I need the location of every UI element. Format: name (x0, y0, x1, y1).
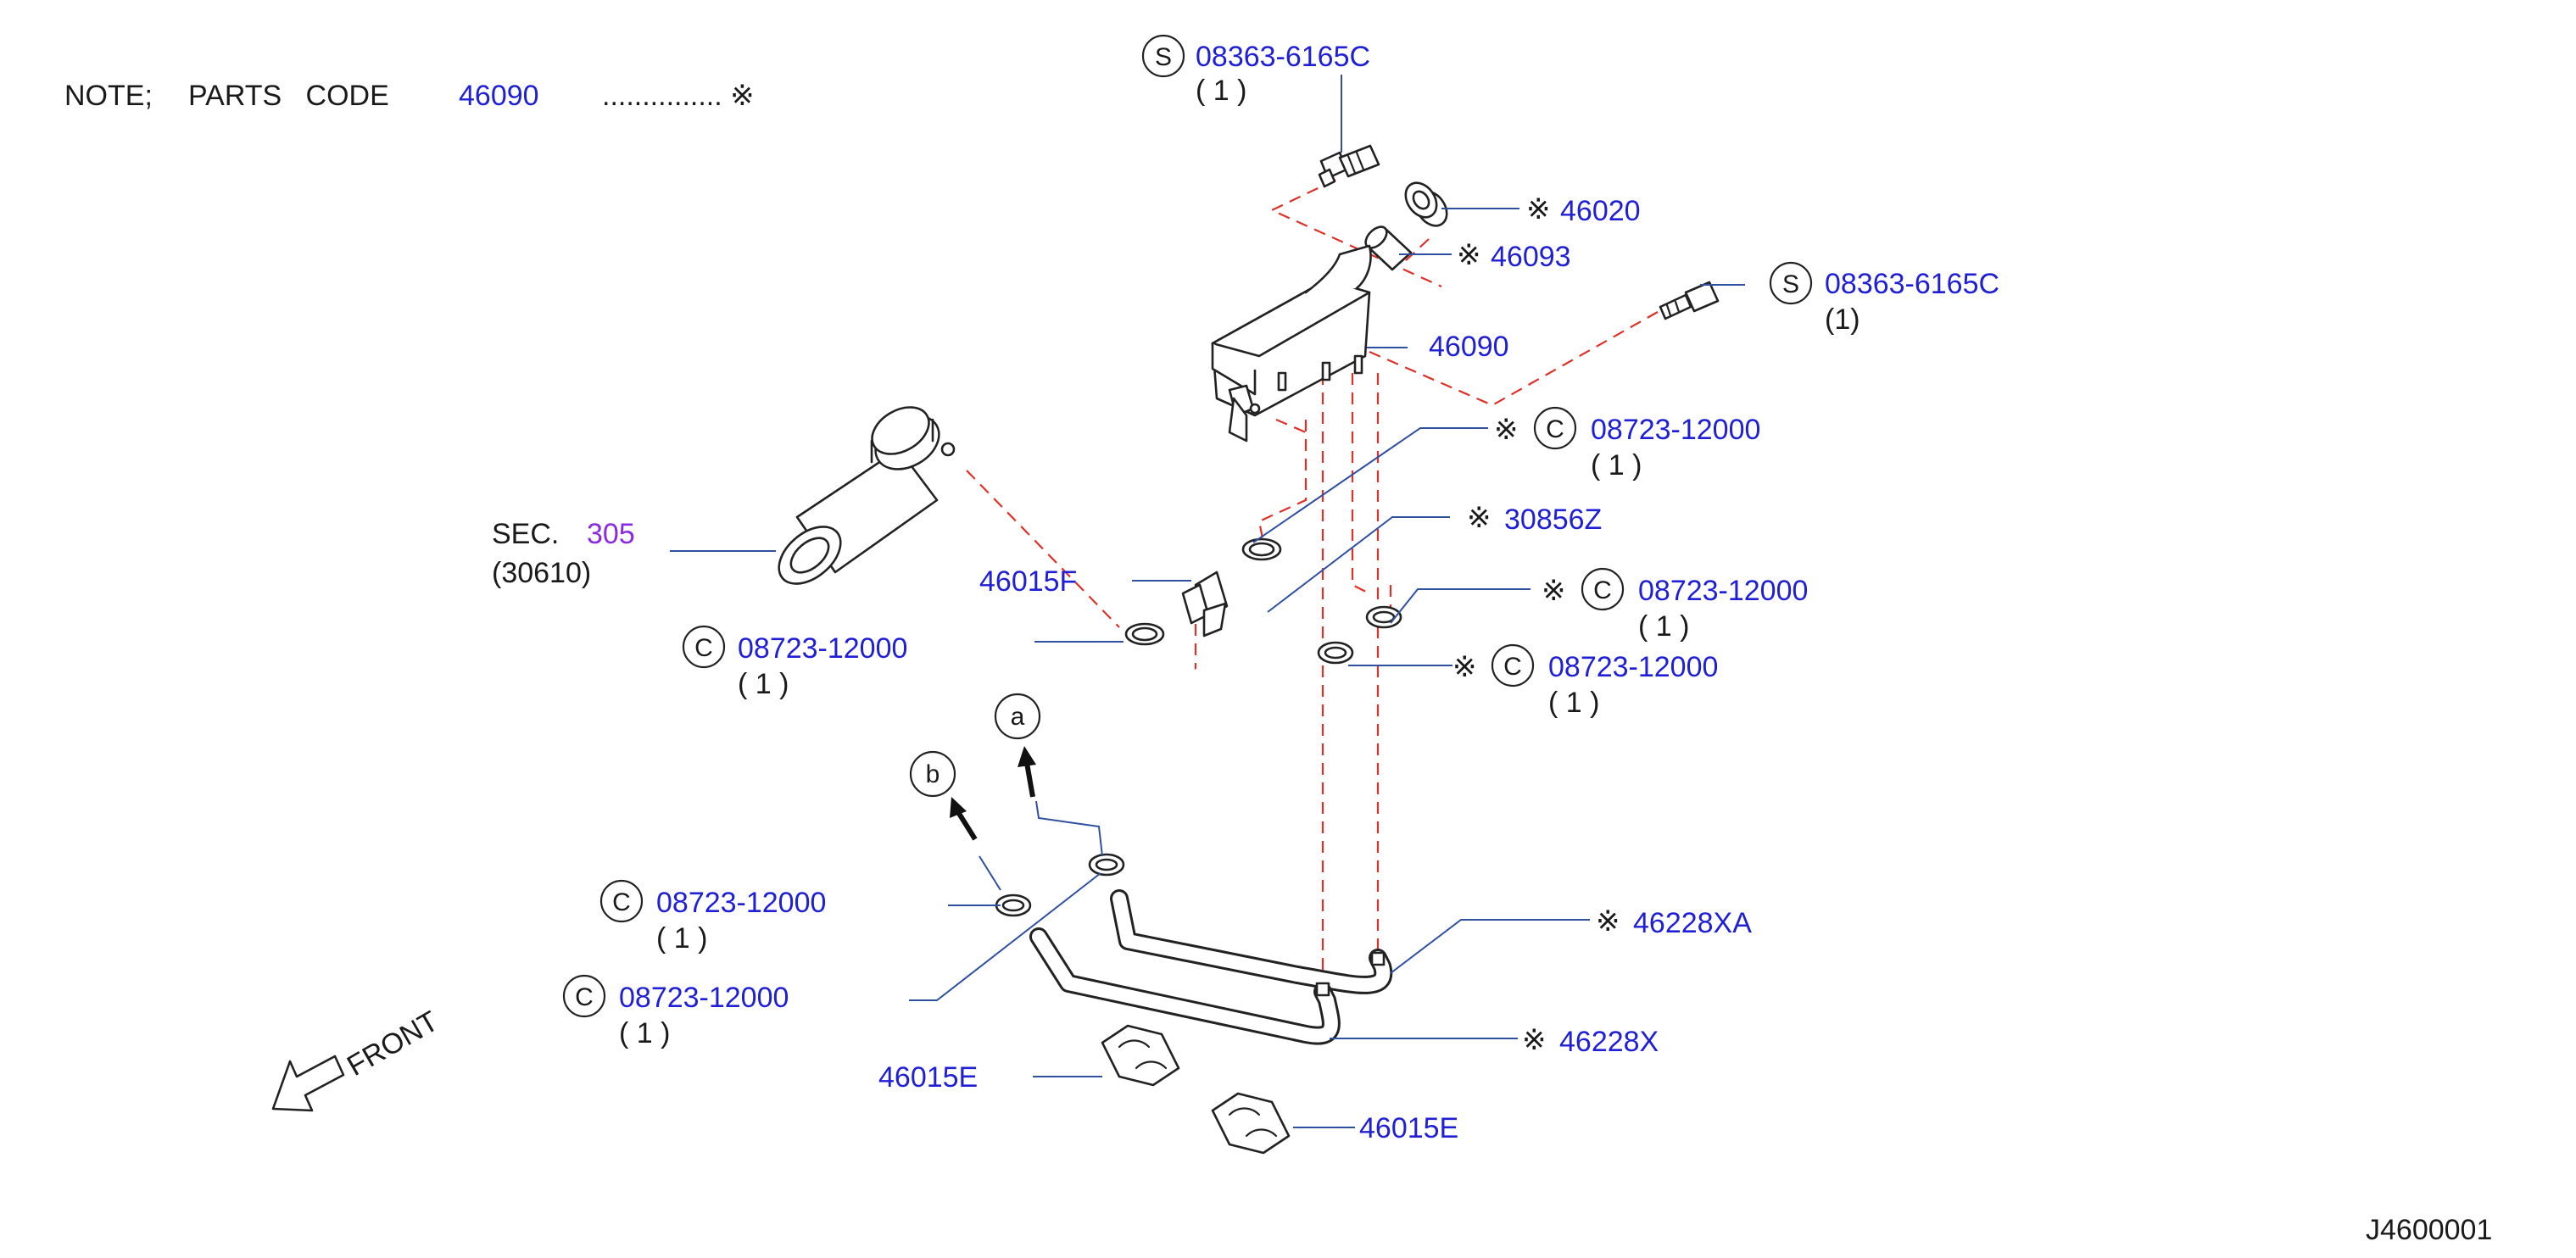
code-46015f[interactable]: 46015F (979, 565, 1077, 598)
callout-46015f[interactable]: 46015F (979, 565, 1077, 598)
c-mark: C (694, 634, 713, 662)
callout-46015e-left[interactable]: 46015E (878, 1061, 978, 1094)
qty-c1: ( 1 ) (1591, 449, 1642, 481)
callout-c6[interactable]: C 08723-12000 ( 1 ) (562, 974, 789, 1049)
qty-c4: ( 1 ) (738, 668, 789, 700)
ref-b-label: b (926, 760, 940, 788)
c-mark: C (1546, 415, 1564, 443)
star-mark: ※ (1467, 502, 1492, 534)
bolt-right-drawing (1659, 281, 1720, 320)
callout-c5[interactable]: C 08723-12000 ( 1 ) (599, 879, 826, 955)
parts-code-note: NOTE; PARTS CODE 46090 ............... ※ (64, 80, 755, 112)
c-mark: C (575, 983, 594, 1011)
code-08363-6165c-right[interactable]: 08363-6165C (1825, 268, 1999, 300)
code-46020[interactable]: 46020 (1560, 195, 1641, 227)
clamp-drawings-upper (1124, 537, 1402, 665)
code-46015e[interactable]: 46015E (1359, 1112, 1458, 1144)
callout-46015e-right[interactable]: 46015E (1359, 1112, 1458, 1144)
figure-id: J4600001 (2366, 1214, 2492, 1246)
code-46228xa[interactable]: 46228XA (1633, 907, 1752, 939)
clip-46015e-drawings (1101, 1024, 1291, 1155)
note-parts-code-label: PARTS CODE (188, 80, 389, 112)
callout-c1[interactable]: ※ C 08723-12000 ( 1 ) (1494, 406, 1760, 481)
front-arrow-icon (271, 1055, 345, 1112)
code-08723-12000[interactable]: 08723-12000 (738, 632, 907, 665)
star-mark: ※ (1526, 193, 1551, 225)
ref-arrows (950, 746, 1036, 841)
callout-46020[interactable]: ※ 46020 (1526, 193, 1641, 227)
star-mark: ※ (1596, 905, 1620, 938)
callout-c4[interactable]: C 08723-12000 ( 1 ) (682, 625, 907, 700)
front-label: FRONT (342, 1005, 443, 1082)
qty-s-top: ( 1 ) (1196, 75, 1246, 107)
sec-prefix: SEC. (492, 518, 559, 550)
qty-c2: ( 1 ) (1638, 610, 1689, 643)
callout-s-right[interactable]: S 08363-6165C (1) (1769, 261, 1999, 336)
star-mark: ※ (1457, 239, 1481, 271)
ref-b[interactable]: b (909, 750, 956, 798)
code-08723-12000[interactable]: 08723-12000 (1591, 414, 1760, 446)
s-mark: S (1782, 270, 1799, 298)
c-mark: C (1593, 576, 1612, 604)
hose-30856z-drawing (1180, 587, 1274, 723)
c-mark: C (612, 888, 631, 916)
qty-s-right: (1) (1825, 303, 1860, 336)
code-08723-12000[interactable]: 08723-12000 (619, 982, 789, 1014)
s-mark: S (1155, 43, 1172, 71)
code-08363-6165c-top[interactable]: 08363-6165C (1196, 41, 1370, 73)
callout-46093[interactable]: ※ 46093 (1457, 239, 1571, 273)
note-prefix: NOTE; (64, 80, 153, 112)
callout-sec-305[interactable]: SEC. 305 (30610) (492, 518, 635, 589)
callout-46090[interactable]: 46090 (1429, 331, 1509, 363)
code-46090[interactable]: 46090 (1429, 331, 1509, 363)
sec-part-number: (30610) (492, 557, 591, 589)
bolt-top-drawing (1318, 144, 1380, 188)
code-30856z[interactable]: 30856Z (1504, 504, 1602, 536)
qty-c3: ( 1 ) (1548, 687, 1599, 719)
c-mark: C (1503, 653, 1522, 681)
star-mark: ※ (1522, 1024, 1547, 1056)
leader-lines (670, 75, 1745, 1128)
sec-number[interactable]: 305 (587, 518, 635, 550)
callout-30856z[interactable]: ※ 30856Z (1467, 502, 1602, 536)
filler-neck-drawing (1364, 225, 1413, 271)
callout-s-top[interactable]: S 08363-6165C ( 1 ) (1141, 34, 1370, 107)
code-08723-12000[interactable]: 08723-12000 (1548, 651, 1718, 683)
clip-46015f-drawing (1181, 571, 1229, 637)
callout-c3[interactable]: ※ C 08723-12000 ( 1 ) (1452, 643, 1718, 719)
front-direction-indicator: FRONT (271, 1005, 443, 1112)
star-mark: ※ (1494, 414, 1519, 446)
callout-46228xa[interactable]: ※ 46228XA (1596, 905, 1752, 939)
qty-c5: ( 1 ) (656, 922, 707, 955)
clamp-drawings-lower (995, 853, 1125, 917)
note-dots: ............... ※ (602, 80, 755, 112)
reservoir-tank-drawing (1211, 244, 1372, 443)
qty-c6: ( 1 ) (619, 1017, 670, 1049)
note-parts-code[interactable]: 46090 (459, 80, 539, 112)
ref-a-label: a (1011, 703, 1025, 731)
code-08723-12000[interactable]: 08723-12000 (1638, 575, 1808, 607)
code-08723-12000[interactable]: 08723-12000 (656, 887, 826, 919)
callout-c2[interactable]: ※ C 08723-12000 ( 1 ) (1542, 567, 1808, 643)
ref-a[interactable]: a (994, 693, 1041, 740)
star-mark: ※ (1452, 651, 1477, 683)
cap-drawing (1404, 181, 1448, 227)
callout-46228x[interactable]: ※ 46228X (1522, 1024, 1659, 1058)
pipe-drawings (1029, 889, 1393, 1045)
master-cylinder-drawing (778, 406, 956, 585)
code-46093[interactable]: 46093 (1491, 241, 1571, 273)
star-mark: ※ (1542, 575, 1566, 607)
code-46228x[interactable]: 46228X (1559, 1026, 1659, 1058)
code-46015e[interactable]: 46015E (878, 1061, 978, 1094)
